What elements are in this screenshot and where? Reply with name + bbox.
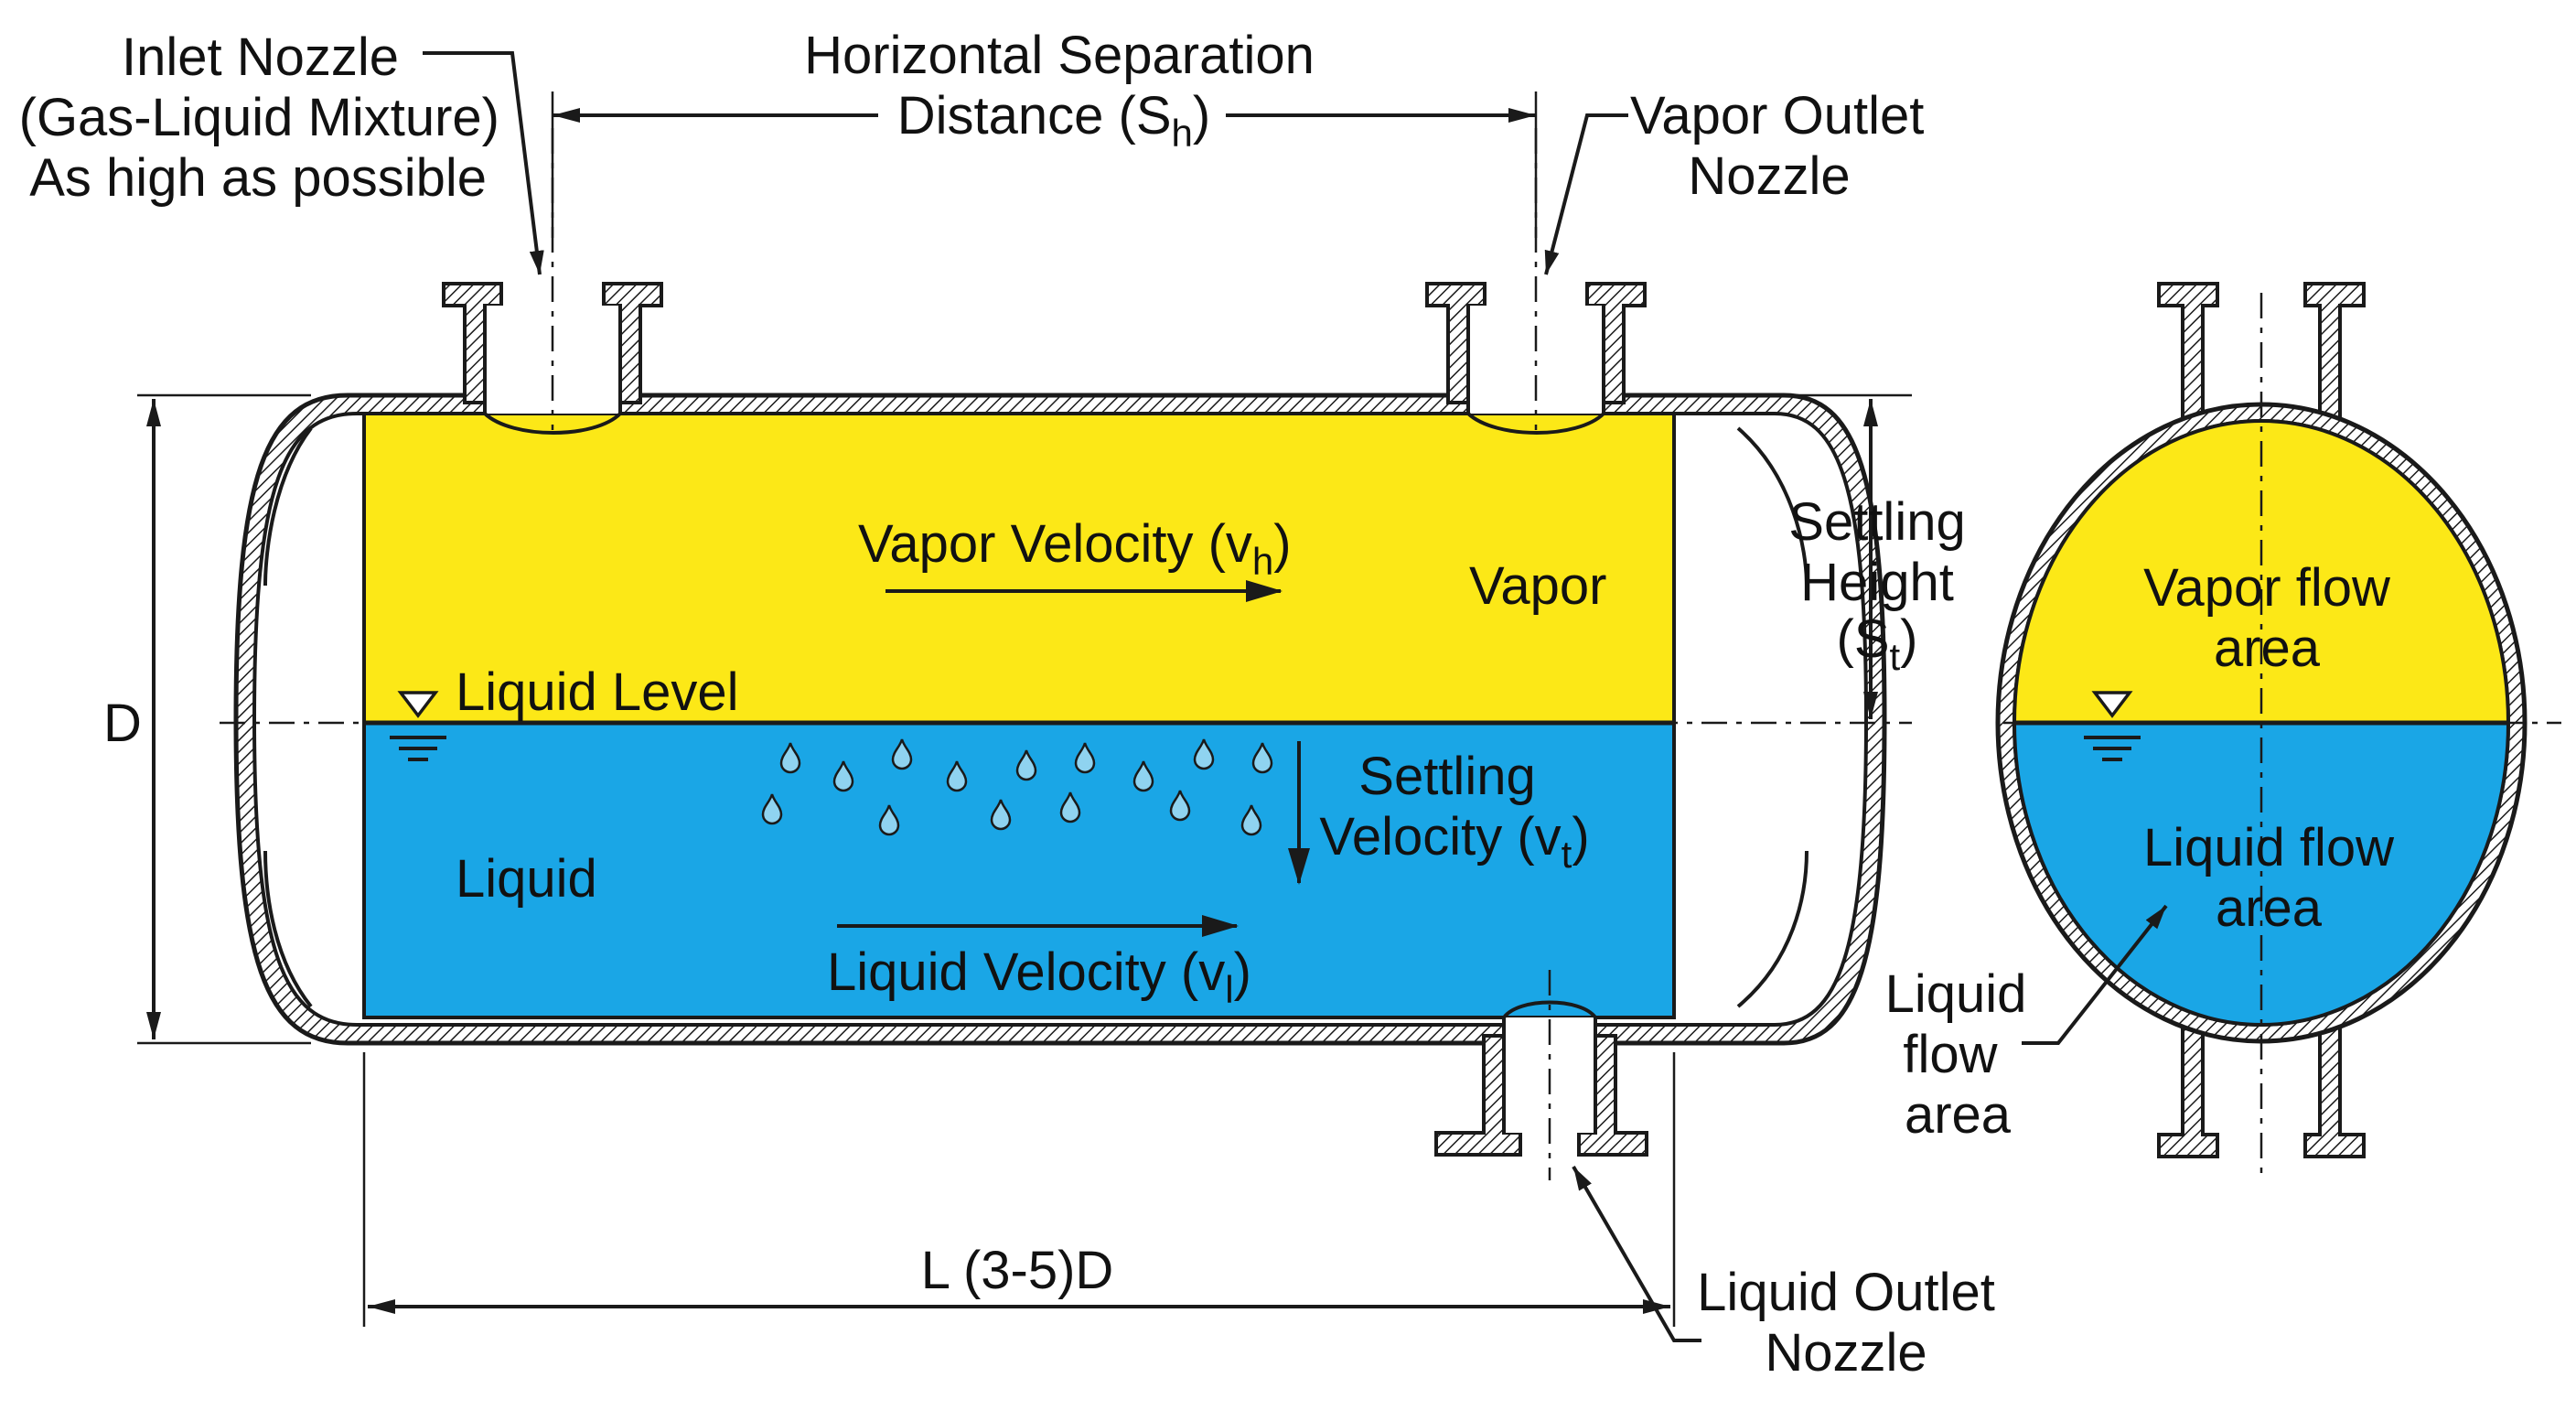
liquid-velocity-label: Liquid Velocity (vl) bbox=[827, 942, 1251, 1011]
liquid-flow-area-callout-3: area bbox=[1905, 1085, 2012, 1145]
droplet-icon bbox=[891, 738, 913, 770]
droplet-icon bbox=[1169, 790, 1191, 822]
horizontal-separation-dimension bbox=[551, 91, 1538, 238]
vapor-outlet-leader bbox=[1544, 113, 1628, 275]
length-dimension bbox=[362, 1052, 1676, 1327]
droplet-icon bbox=[1193, 738, 1215, 770]
liquid-outlet-label-1: Liquid Outlet bbox=[1697, 1263, 1995, 1322]
settling-height-dimension bbox=[1729, 393, 1912, 719]
vapor-label: Vapor bbox=[1469, 556, 1606, 616]
vapor-outlet-label-1: Vapor Outlet bbox=[1630, 86, 1924, 145]
vapor-velocity-label: Vapor Velocity (vh) bbox=[858, 514, 1292, 583]
liquid-flow-area-inside-label-2: area bbox=[2216, 878, 2323, 938]
settling-height-label-2: Height bbox=[1800, 553, 1954, 612]
inlet-nozzle-label-2: (Gas-Liquid Mixture) bbox=[19, 88, 499, 147]
droplet-icon bbox=[990, 799, 1012, 831]
liquid-outlet-label-2: Nozzle bbox=[1765, 1323, 1927, 1383]
vapor-outlet-nozzle bbox=[1425, 128, 1647, 435]
droplet-icon bbox=[1074, 742, 1096, 774]
horizontal-separation-label-2: Distance (Sh) bbox=[897, 86, 1210, 155]
vessel bbox=[233, 393, 1887, 1046]
droplet-icon bbox=[1059, 791, 1081, 823]
vapor-flow-area-label-2: area bbox=[2214, 619, 2321, 678]
horizontal-separation-label-1: Horizontal Separation bbox=[804, 26, 1315, 85]
vapor-flow-area-label-1: Vapor flow bbox=[2143, 558, 2391, 618]
inlet-nozzle-label-3: As high as possible bbox=[29, 148, 487, 208]
liquid-flow-area-callout-1: Liquid bbox=[1885, 964, 2027, 1024]
settling-velocity-label-1: Settling bbox=[1358, 747, 1535, 806]
vapor-region bbox=[362, 412, 1676, 725]
inlet-nozzle-label-1: Inlet Nozzle bbox=[122, 27, 399, 87]
droplet-icon bbox=[1015, 749, 1037, 781]
liquid-level-triangle-icon bbox=[390, 691, 446, 761]
droplet-icon bbox=[1132, 760, 1154, 792]
diameter-dimension bbox=[137, 393, 311, 1045]
settling-height-label-3: (St) bbox=[1837, 609, 1918, 678]
labels: Inlet Nozzle (Gas-Liquid Mixture) As hig… bbox=[19, 26, 2396, 1383]
settling-velocity-label-2: Velocity (vt) bbox=[1319, 807, 1589, 876]
liquid-outlet-leader bbox=[1572, 1165, 1701, 1342]
vapor-outlet-label-2: Nozzle bbox=[1688, 146, 1850, 206]
inlet-leader bbox=[423, 51, 544, 275]
droplet-icon bbox=[832, 760, 854, 792]
droplet-icon bbox=[946, 760, 968, 792]
liquid-outlet-nozzle bbox=[1434, 970, 1648, 1180]
settling-height-label-1: Settling bbox=[1788, 492, 1965, 552]
droplet-icon bbox=[761, 793, 783, 825]
droplet-icon bbox=[878, 804, 900, 836]
end-view-liquid-level-icon bbox=[2084, 691, 2141, 761]
droplets bbox=[761, 738, 1273, 836]
inlet-nozzle bbox=[442, 128, 663, 435]
length-label: L (3-5)D bbox=[921, 1241, 1114, 1300]
liquid-level-label: Liquid Level bbox=[456, 662, 739, 722]
liquid-label: Liquid bbox=[456, 849, 597, 909]
end-view bbox=[1995, 282, 2561, 1180]
diameter-label: D bbox=[103, 694, 142, 753]
droplet-icon bbox=[1251, 742, 1273, 774]
droplet-icon bbox=[779, 742, 801, 774]
liquid-flow-area-inside-label-1: Liquid flow bbox=[2143, 818, 2395, 877]
droplet-icon bbox=[1240, 804, 1262, 836]
liquid-flow-area-callout-2: flow bbox=[1903, 1025, 1998, 1084]
